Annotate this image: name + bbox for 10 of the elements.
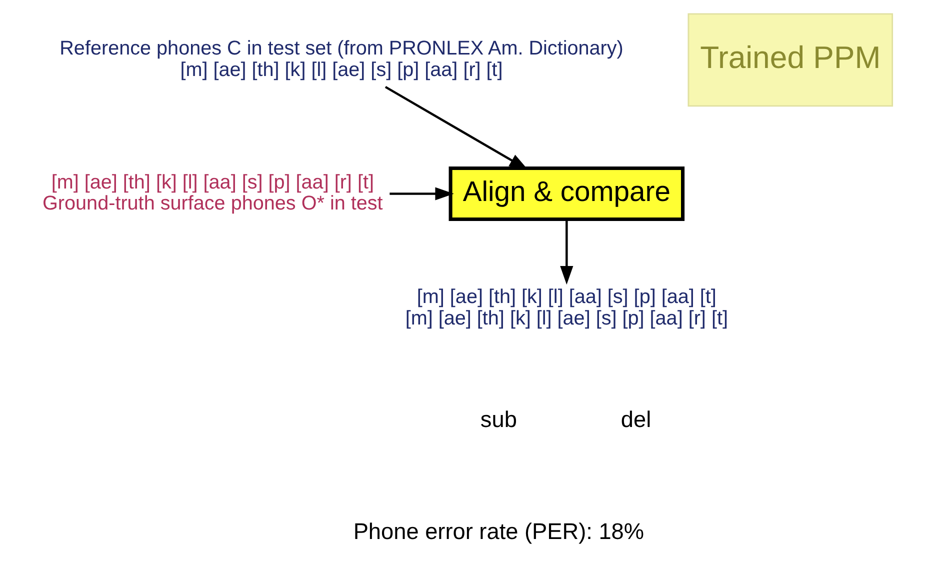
label: sub — [480, 406, 517, 432]
node-text: [m] [ae] [th] [k] [l] [aa] [s] [p] [aa] [r] [t] Ground-truth surface phones O* in test — [42, 171, 383, 215]
node-text: [m] [ae] [th] [k] [l] [aa] [s] [p] [aa] [t] [m] [ae] [th] [k] [l] [ae] [s] [p] [aa] [r] [t] — [405, 286, 728, 330]
label: del — [620, 406, 652, 432]
arrow — [390, 187, 454, 200]
label: Phone error rate (PER): 18% — [353, 518, 644, 544]
arrow — [560, 219, 574, 285]
node-box: Align & compare — [448, 166, 685, 222]
node-text: Reference phones C in test set (from PRONLEX Am. Dictionary) [m] [ae] [th] [k] [l] [ae] [s] [p] [aa] [r] [t] — [60, 38, 624, 81]
node-box: Trained PPM — [688, 13, 894, 107]
